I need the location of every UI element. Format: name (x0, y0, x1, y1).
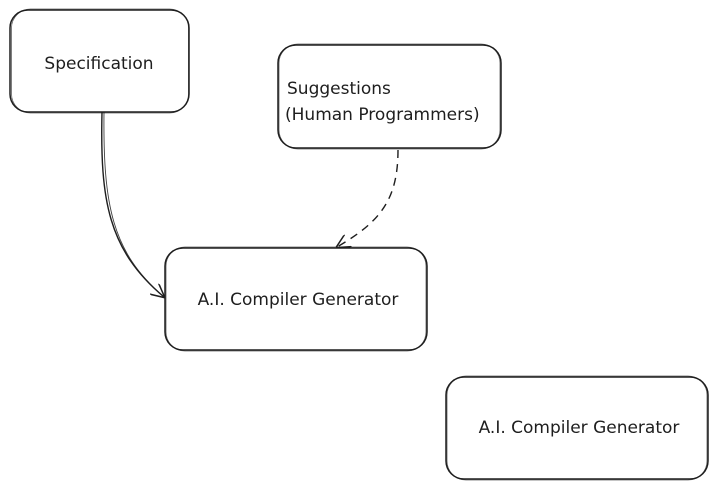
node-compiler-generator-1[interactable]: A.I. Compiler Generator (164, 246, 428, 352)
node-suggestions-label: Suggestions (287, 79, 391, 99)
edge-specification-to-compiler-generator-sketch (103, 111, 164, 297)
node-suggestions-box (277, 44, 502, 149)
node-compiler-generator-1-box (164, 247, 428, 351)
node-specification[interactable]: Specification (9, 8, 190, 114)
node-compiler-generator-1-box-sketch (165, 246, 427, 352)
node-compiler-generator-2-box-sketch (446, 375, 708, 481)
node-specification-label: Specification (44, 54, 153, 74)
edge-specification-to-compiler-generator (101, 111, 164, 297)
node-suggestions-label-line2: (Human Programmers) (285, 105, 480, 125)
node-compiler-generator-1-label: A.I. Compiler Generator (198, 290, 399, 310)
node-specification-box (9, 9, 190, 113)
edge-suggestions-to-compiler-generator (337, 149, 399, 247)
node-compiler-generator-2[interactable]: A.I. Compiler Generator (445, 375, 709, 481)
node-suggestions-box-sketch (278, 43, 501, 150)
node-specification-box-sketch (11, 8, 189, 114)
node-compiler-generator-2-box (445, 376, 709, 480)
node-suggestions[interactable]: Suggestions (Human Programmers) (277, 43, 502, 150)
node-compiler-generator-2-label: A.I. Compiler Generator (479, 418, 680, 438)
